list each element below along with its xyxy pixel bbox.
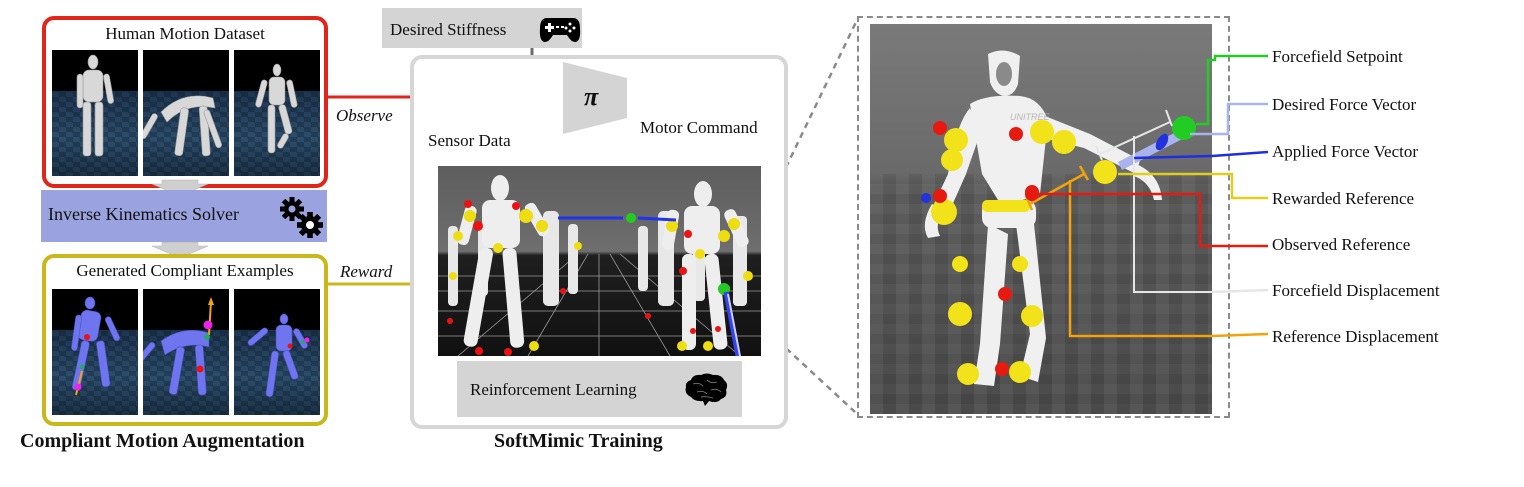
down-arrow-icon: [151, 241, 209, 259]
simulation-view: [438, 166, 761, 356]
ik-solver-label: Inverse Kinematics Solver: [48, 204, 239, 224]
policy-symbol: π: [584, 82, 599, 111]
observe-label: Observe: [336, 106, 393, 125]
softmimic-training-caption: SoftMimic Training: [494, 430, 663, 452]
ik-solver-box: [41, 190, 327, 242]
legend-applied-force-vector: Applied Force Vector: [1272, 142, 1419, 161]
reward-label: Reward: [340, 262, 393, 281]
legend-forcefield-displacement: Forcefield Displacement: [1272, 281, 1440, 300]
gears-icon: [280, 197, 323, 238]
generated-examples-title: Generated Compliant Examples: [76, 261, 294, 280]
desired-stiffness-label: Desired Stiffness: [390, 20, 507, 39]
dataset-title: Human Motion Dataset: [105, 24, 265, 43]
dataset-thumbnail-1: [52, 50, 138, 176]
unitree-logo: UNITREE: [1010, 112, 1050, 122]
dataset-thumbnail-3: [234, 50, 320, 176]
motor-command-label: Motor Command: [640, 118, 758, 137]
generated-thumbnail-3: [234, 289, 320, 415]
compliant-motion-caption: Compliant Motion Augmentation: [20, 430, 305, 452]
reinforcement-learning-label: Reinforcement Learning: [470, 380, 637, 399]
legend-forcefield-setpoint: Forcefield Setpoint: [1272, 47, 1403, 66]
zoomed-robot-view: UNITREE: [870, 24, 1212, 414]
gamepad-icon: [539, 18, 581, 42]
generated-thumbnail-1: [52, 289, 138, 415]
dataset-thumbnail-2: [143, 50, 229, 176]
legend-observed-reference: Observed Reference: [1272, 235, 1411, 254]
legend-desired-force-vector: Desired Force Vector: [1272, 95, 1417, 114]
zoom-frame: [857, 16, 1230, 418]
policy-network: [563, 62, 627, 134]
sensor-data-label: Sensor Data: [428, 131, 511, 150]
generated-thumbnail-2: [143, 289, 229, 415]
legend-connectors: [1211, 54, 1269, 338]
brain-icon: [685, 373, 728, 406]
legend-rewarded-reference: Rewarded Reference: [1272, 189, 1415, 208]
legend-reference-displacement: Reference Displacement: [1272, 327, 1439, 346]
